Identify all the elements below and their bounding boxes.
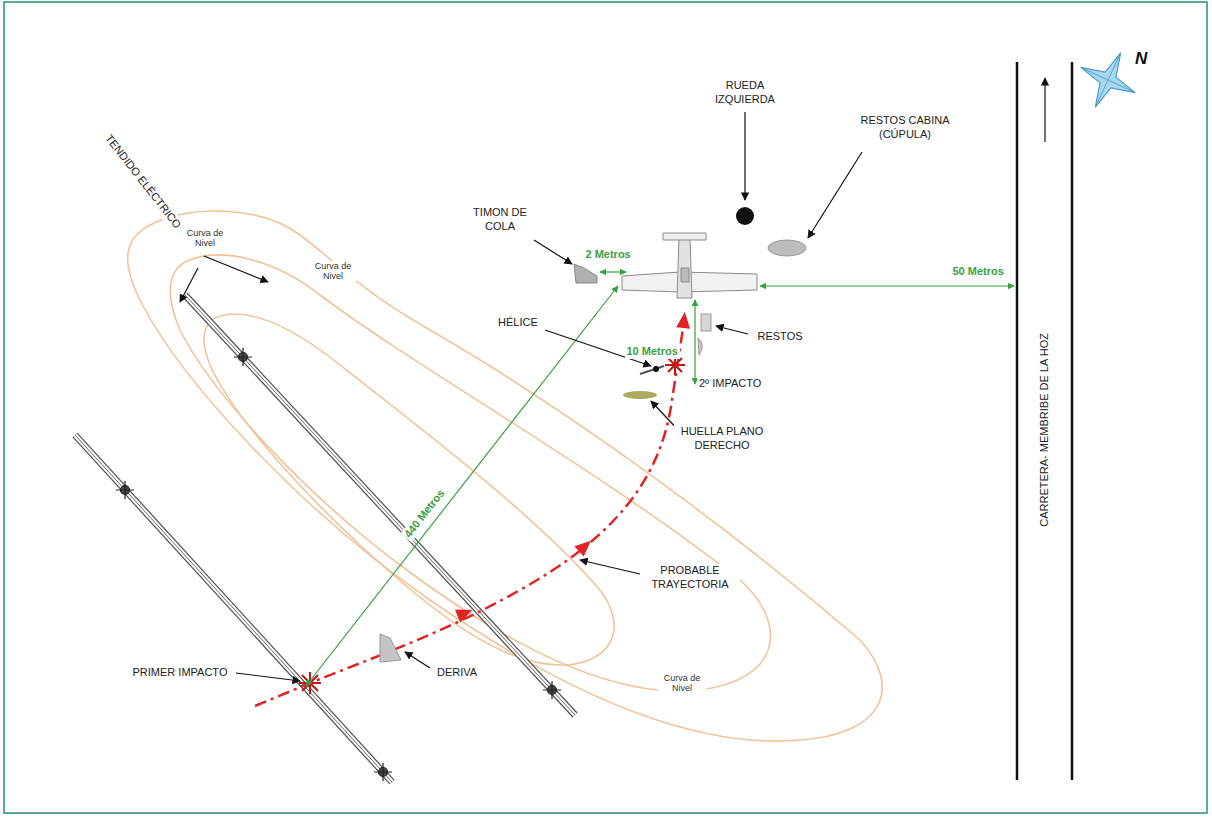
contour-label: Curva de Nivel (181, 228, 229, 249)
part-label: DERIVA (435, 666, 479, 680)
road-label: CARRETERA- MEMBRIBE DE LA HOZ (1038, 331, 1052, 529)
canopy-remains (768, 240, 806, 256)
impact-label: 2º IMPACTO (697, 377, 763, 391)
dimension-label: 440 Metros (400, 485, 449, 542)
dimension-line (760, 285, 1014, 286)
leader-arrow (180, 268, 198, 302)
dimension-line (306, 286, 618, 686)
north-label: N (1133, 48, 1149, 69)
debris-part (698, 338, 702, 355)
propeller-part (640, 366, 664, 374)
power-line (75, 435, 392, 782)
airplane-wreck (622, 233, 757, 298)
dimension-label: 10 Metros (625, 345, 680, 359)
trajectory-arrowhead (574, 535, 595, 556)
pylon-symbol (234, 348, 252, 366)
trajectory-arrowhead (455, 604, 475, 623)
contour-line (128, 211, 883, 741)
left-wheel (736, 207, 754, 225)
probable-trajectory (255, 322, 684, 706)
leader-arrow (405, 652, 430, 668)
propeller-part (653, 366, 659, 372)
trajectory-arrowhead (676, 311, 692, 328)
power-line-label: TENDIDO ELÉCTRICO (101, 131, 185, 234)
part-label: TIMON DE COLA (467, 206, 533, 234)
contour-label: Curva de Nivel (309, 261, 357, 282)
contour-line (170, 255, 770, 691)
part-label: HUELLA PLANO DERECHO (674, 425, 770, 453)
dimension-label: 2 Metros (584, 248, 633, 262)
road-edge (1016, 62, 1019, 780)
power-line (75, 295, 575, 782)
part-label: RESTOS CABINA (CÚPULA) (853, 114, 957, 142)
fin-part (380, 634, 401, 662)
trajectory-label: PROBABLE TRAYECTORIA (640, 564, 740, 592)
leader-arrow (716, 326, 748, 334)
road-direction-arrow (1044, 78, 1045, 142)
leader-arrow (236, 673, 300, 681)
impact-mark (299, 672, 321, 694)
leader-arrow (580, 560, 640, 574)
airplane-fuselage (677, 238, 692, 298)
airplane-cockpit (681, 268, 689, 282)
pylon-symbol (374, 763, 392, 781)
pylon-symbol (234, 348, 252, 366)
dimension-label: 50 Metros (951, 265, 1006, 279)
contour-label: Curva de Nivel (658, 673, 706, 694)
rudder-part (574, 264, 597, 283)
frame (4, 2, 1207, 813)
pylon-symbol (543, 681, 561, 699)
dimension-line (694, 300, 695, 384)
power-line (185, 295, 575, 715)
part-label: RUEDA IZQUIERDA (707, 79, 783, 107)
impact-label: PRIMER IMPACTO (131, 666, 230, 680)
pylon-symbol (116, 481, 134, 499)
power-line (75, 435, 392, 782)
contour-line (204, 314, 614, 665)
debris-part (701, 314, 711, 331)
power-line (75, 435, 392, 782)
power-line (185, 295, 575, 715)
pylon-symbol (116, 481, 134, 499)
pylon-symbol (374, 763, 392, 781)
pylon-symbol (543, 681, 561, 699)
leader-arrow (204, 256, 268, 282)
part-label: HÉLICE (496, 316, 540, 330)
leader-arrow (534, 240, 572, 264)
road-edge (1071, 62, 1074, 780)
airplane-tailplane (663, 233, 706, 240)
leader-arrow (808, 152, 862, 238)
leader-arrow (744, 112, 745, 200)
dimension-line (600, 271, 626, 272)
part-label: RESTOS (756, 330, 805, 344)
wing-mark (623, 391, 657, 399)
power-line (185, 295, 575, 715)
